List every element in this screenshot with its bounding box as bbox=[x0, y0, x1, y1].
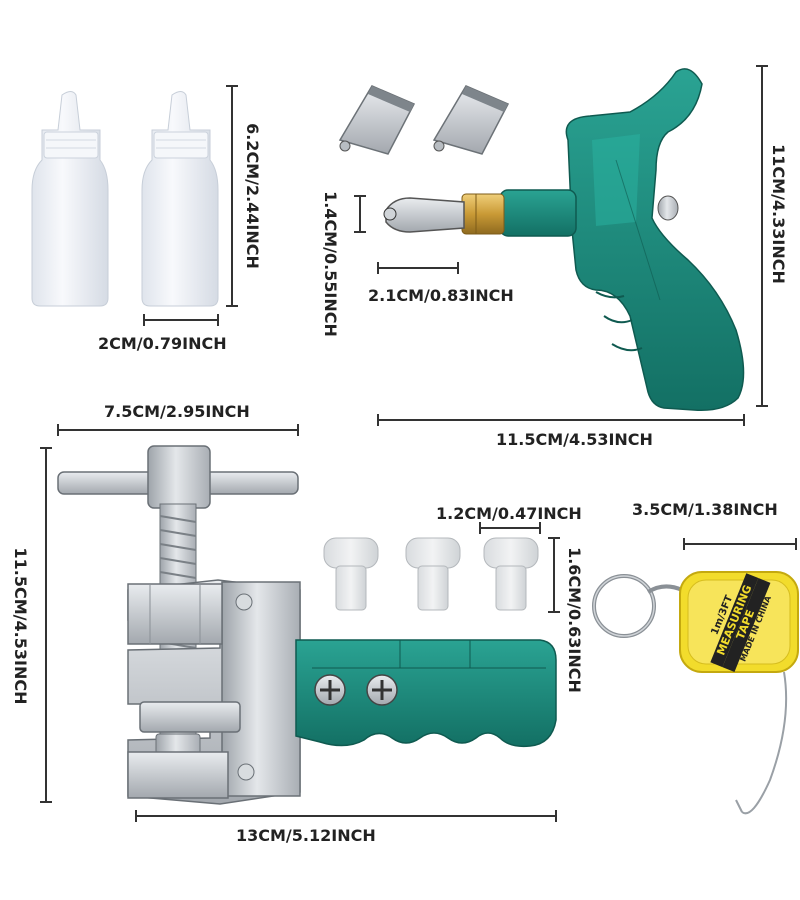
pad-height-label: 1.6CM/0.63INCH bbox=[565, 547, 584, 693]
tape-width-label: 3.5CM/1.38INCH bbox=[632, 500, 778, 519]
cutter-height-label: 11CM/4.33INCH bbox=[769, 144, 788, 284]
pistol-grip-cutter bbox=[383, 68, 745, 411]
cutter-dimension-lines bbox=[354, 65, 768, 426]
tile-breaker bbox=[57, 445, 557, 805]
rubber-pad-3 bbox=[483, 537, 539, 611]
breaker-top-width-label: 7.5CM/2.95INCH bbox=[104, 402, 250, 421]
oil-bottle-left bbox=[31, 91, 109, 307]
handle-screw-right bbox=[366, 674, 398, 706]
blade-height-label: 1.4CM/0.55INCH bbox=[321, 191, 340, 337]
oil-bottle-right bbox=[141, 91, 219, 307]
rubber-pad-2 bbox=[405, 537, 461, 611]
rubber-pad-1 bbox=[323, 537, 379, 611]
spare-blade-right bbox=[432, 85, 510, 155]
pad-dimension-lines bbox=[479, 522, 560, 613]
blade-width-label: 2.1CM/0.83INCH bbox=[368, 286, 514, 305]
pad-width-label: 1.2CM/0.47INCH bbox=[436, 504, 582, 523]
cutter-width-label: 11.5CM/4.53INCH bbox=[496, 430, 653, 449]
bottle-dimension-lines bbox=[143, 85, 238, 326]
breaker-dimension-lines bbox=[40, 424, 557, 822]
bottle-width-label: 2CM/0.79INCH bbox=[98, 334, 227, 353]
bottle-height-label: 6.2CM/2.44INCH bbox=[243, 123, 262, 269]
breaker-width-label: 13CM/5.12INCH bbox=[236, 826, 376, 845]
tape-dimension-lines bbox=[683, 538, 797, 550]
breaker-height-label: 11.5CM/4.53INCH bbox=[11, 547, 30, 705]
handle-screw-left bbox=[314, 674, 346, 706]
spare-blade-left bbox=[338, 85, 416, 155]
